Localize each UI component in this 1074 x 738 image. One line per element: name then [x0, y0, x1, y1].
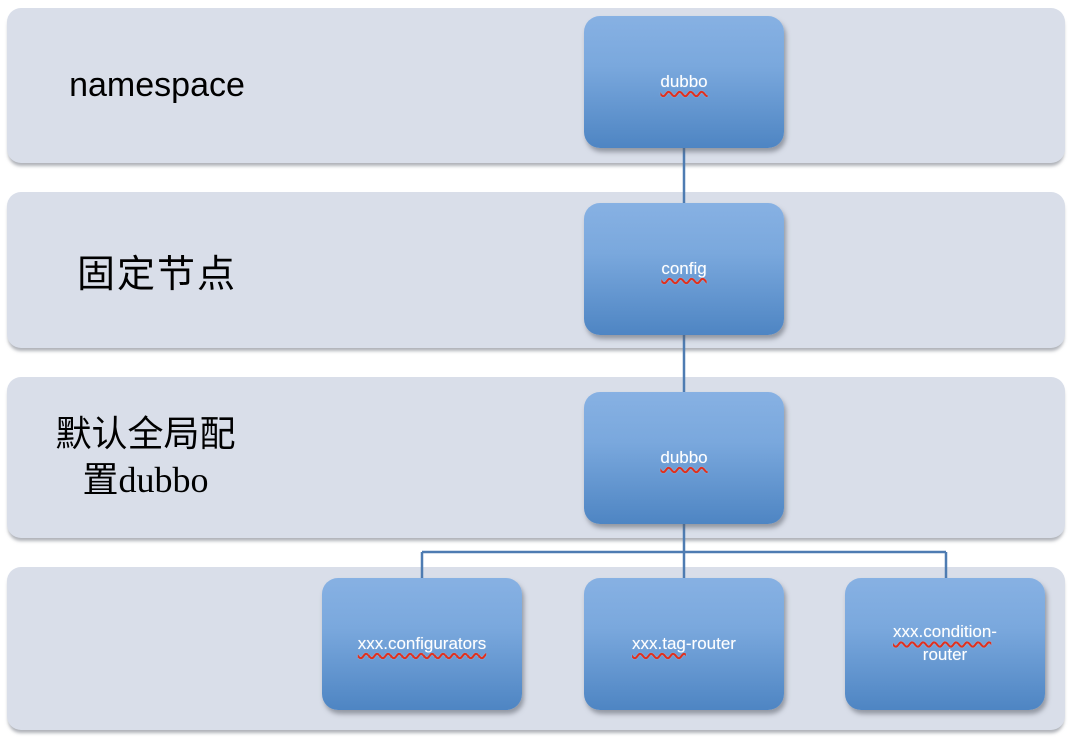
- node-config-label: config: [661, 258, 707, 278]
- node-tag-router-label: xxx.tag-router: [632, 633, 736, 653]
- node-configurators-label: xxx.configurators: [357, 633, 487, 653]
- row-label-default-global-config: 默认全局配置dubbo: [55, 413, 236, 500]
- row-band-default-global-config: [7, 377, 1065, 538]
- node-dubbo-root-label: dubbo: [660, 71, 708, 91]
- node-dubbo-global-label: dubbo: [660, 447, 708, 467]
- node-condition-router-label: xxx.condition-router: [893, 622, 997, 664]
- node-dubbo-root: dubbo: [584, 16, 784, 148]
- node-tag-router: xxx.tag-router: [584, 578, 784, 710]
- node-config: config: [584, 203, 784, 335]
- row-label-namespace: namespace: [69, 66, 245, 104]
- row-band-namespace: [7, 8, 1065, 163]
- node-configurators: xxx.configurators: [322, 578, 522, 710]
- row-label-fixed-node: 固定节点: [76, 253, 237, 296]
- node-dubbo-global: dubbo: [584, 392, 784, 524]
- row-band-fixed-node: [7, 192, 1065, 348]
- node-condition-router: xxx.condition-router: [845, 578, 1045, 710]
